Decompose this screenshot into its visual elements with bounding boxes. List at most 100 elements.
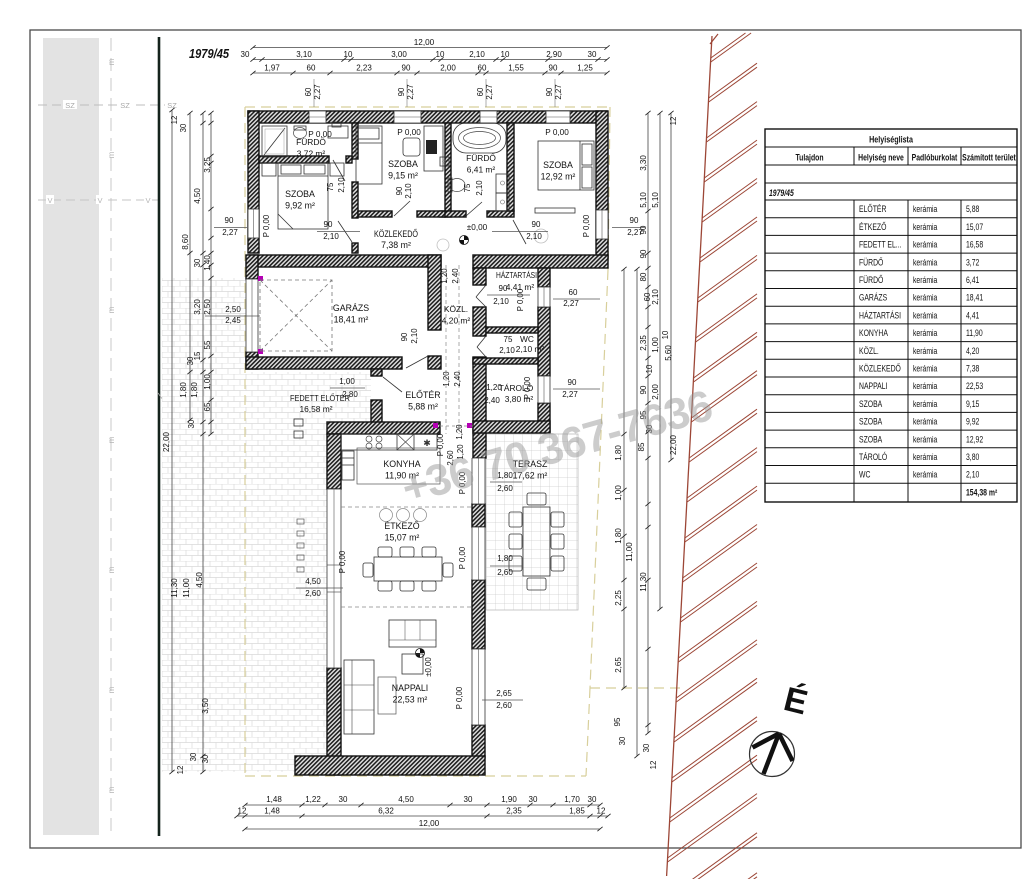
svg-text:95: 95 [639, 410, 648, 419]
svg-text:90: 90 [397, 87, 406, 96]
svg-text:kerámia: kerámia [913, 240, 938, 250]
svg-text:±0,00: ±0,00 [467, 223, 488, 232]
svg-text:3,20: 3,20 [193, 299, 202, 315]
svg-text:60: 60 [304, 87, 313, 96]
svg-text:10: 10 [661, 330, 670, 339]
svg-text:Tulajdon: Tulajdon [795, 153, 823, 163]
svg-text:1,70: 1,70 [564, 795, 580, 804]
svg-text:2,10: 2,10 [475, 180, 484, 196]
svg-text:FÜRDŐ: FÜRDŐ [296, 137, 326, 147]
svg-text:16,58 m²: 16,58 m² [299, 404, 332, 414]
svg-text:2,27: 2,27 [554, 84, 563, 99]
svg-text:1,20: 1,20 [442, 371, 451, 387]
svg-text:30: 30 [186, 356, 195, 365]
svg-text:30: 30 [645, 424, 654, 433]
svg-text:2,50: 2,50 [203, 299, 212, 315]
svg-text:V: V [97, 196, 102, 205]
svg-text:KÖZL.: KÖZL. [444, 304, 468, 314]
svg-text:V: V [47, 196, 52, 205]
svg-text:kerámia: kerámia [913, 328, 938, 338]
svg-text:2,35: 2,35 [639, 335, 648, 351]
svg-text:90: 90 [499, 284, 508, 293]
svg-text:1,80: 1,80 [614, 528, 623, 544]
svg-text:kerámia: kerámia [913, 222, 938, 232]
svg-text:18,41: 18,41 [966, 293, 983, 303]
svg-text:2,10: 2,10 [651, 289, 660, 305]
svg-text:4,50: 4,50 [398, 795, 414, 804]
svg-text:GARÁZS: GARÁZS [859, 293, 887, 303]
svg-text:1979/45: 1979/45 [769, 188, 794, 198]
svg-text:3,72: 3,72 [966, 257, 979, 267]
svg-text:1,00: 1,00 [339, 377, 355, 386]
svg-text:6,41 m²: 6,41 m² [467, 165, 496, 175]
svg-text:75: 75 [504, 335, 513, 344]
svg-text:FÜRDŐ: FÜRDŐ [466, 153, 496, 163]
svg-text:90: 90 [225, 216, 234, 225]
svg-text:1,48: 1,48 [266, 795, 282, 804]
svg-text:2,10: 2,10 [410, 328, 419, 344]
svg-text:2,10: 2,10 [337, 177, 346, 193]
svg-text:TERASZ: TERASZ [513, 459, 548, 469]
svg-text:60: 60 [478, 64, 487, 73]
svg-text:12,00: 12,00 [419, 819, 440, 828]
svg-text:1,80: 1,80 [190, 382, 199, 398]
svg-text:1,20: 1,20 [455, 424, 464, 440]
svg-text:2,10: 2,10 [323, 232, 339, 241]
svg-text:P 0,00: P 0,00 [458, 546, 467, 569]
svg-text:6,32: 6,32 [378, 807, 394, 816]
svg-text:154,38 m²: 154,38 m² [966, 488, 998, 498]
svg-text:2,45: 2,45 [225, 316, 241, 325]
svg-text:80: 80 [639, 272, 648, 281]
svg-text:15,07: 15,07 [966, 222, 983, 232]
svg-text:HÁZTARTÁSI: HÁZTARTÁSI [859, 311, 901, 321]
svg-text:75: 75 [326, 182, 335, 191]
svg-text:3,10: 3,10 [296, 50, 312, 59]
svg-text:kerámia: kerámia [913, 417, 938, 427]
svg-text:P 0,00: P 0,00 [436, 433, 445, 456]
svg-text:kerámia: kerámia [913, 381, 938, 391]
svg-text:1,00: 1,00 [203, 374, 212, 390]
svg-text:FÜRDŐ: FÜRDŐ [859, 275, 883, 285]
svg-text:kerámia: kerámia [913, 293, 938, 303]
svg-text:2,27: 2,27 [222, 228, 238, 237]
svg-text:P 0,00: P 0,00 [262, 214, 271, 237]
svg-text:m: m [107, 58, 116, 65]
svg-text:10: 10 [645, 364, 654, 373]
svg-text:12: 12 [238, 807, 247, 816]
svg-text:90: 90 [545, 87, 554, 96]
svg-text:2,40: 2,40 [484, 396, 500, 405]
svg-text:2,27: 2,27 [485, 84, 494, 99]
svg-text:90: 90 [400, 332, 409, 341]
svg-text:m: m [107, 306, 116, 313]
svg-text:1,80: 1,80 [179, 382, 188, 398]
svg-text:90: 90 [549, 64, 558, 73]
svg-text:15,07 m²: 15,07 m² [385, 533, 420, 543]
svg-text:1,20: 1,20 [456, 444, 465, 460]
svg-text:11,90: 11,90 [966, 328, 983, 338]
svg-text:2,27: 2,27 [563, 299, 579, 308]
svg-text:Számított terület: Számított terület [962, 153, 1016, 163]
svg-text:1,40: 1,40 [203, 255, 212, 271]
svg-text:75: 75 [463, 183, 472, 192]
svg-text:2,10: 2,10 [404, 183, 413, 199]
svg-text:11,00: 11,00 [625, 542, 634, 562]
svg-text:KÖZLEKEDŐ: KÖZLEKEDŐ [859, 364, 901, 374]
svg-text:2,35: 2,35 [506, 807, 522, 816]
svg-text:5,10: 5,10 [639, 192, 648, 208]
svg-text:85: 85 [637, 442, 646, 451]
svg-text:HÁZTARTÁSI: HÁZTARTÁSI [496, 270, 537, 280]
svg-text:5,88: 5,88 [966, 204, 980, 214]
svg-text:2,40: 2,40 [451, 268, 460, 284]
svg-text:4,20 m²: 4,20 m² [442, 316, 471, 326]
svg-text:kerámia: kerámia [913, 470, 938, 480]
svg-text:10: 10 [344, 50, 353, 59]
svg-text:ÉTKEZŐ: ÉTKEZŐ [384, 521, 419, 531]
svg-text:kerámia: kerámia [913, 364, 938, 374]
svg-text:1,22: 1,22 [305, 795, 321, 804]
svg-text:2,50: 2,50 [225, 305, 241, 314]
svg-text:12: 12 [176, 766, 185, 775]
svg-text:Padlóburkolat: Padlóburkolat [912, 153, 958, 163]
svg-text:2,60: 2,60 [497, 484, 513, 493]
svg-text:55: 55 [203, 340, 212, 349]
svg-text:30: 30 [339, 795, 348, 804]
